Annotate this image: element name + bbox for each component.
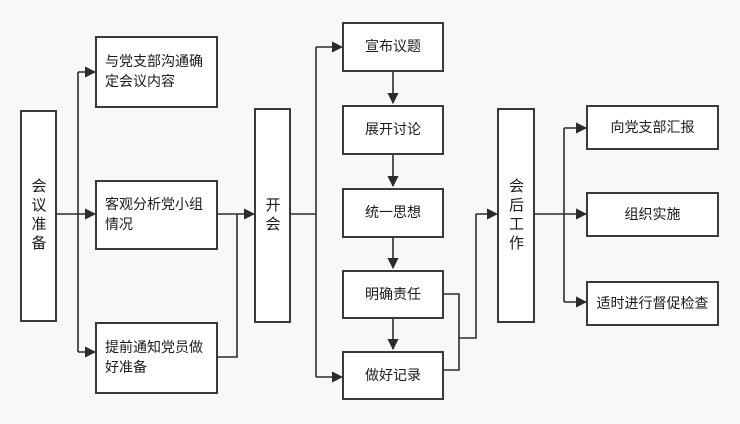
connector-assign-to-join — [444, 293, 460, 338]
node-assign-responsibility-label: 明确责任 — [365, 286, 421, 303]
node-meeting-prep-label: 会议准备 — [29, 178, 48, 254]
node-discussion-label: 展开讨论 — [365, 122, 421, 138]
connector-record-to-join — [444, 214, 477, 371]
node-analyze-group: 客观分析党小组情况 — [95, 180, 218, 250]
node-organize-implement: 组织实施 — [586, 192, 719, 237]
node-confirm-content-label: 与党支部沟通确定会议内容 — [105, 54, 203, 90]
node-open-meeting: 开会 — [254, 108, 291, 323]
node-unify-thought-label: 统一思想 — [365, 205, 421, 221]
node-open-meeting-label: 开会 — [263, 196, 282, 235]
node-after-meeting-label: 会后工作 — [507, 177, 525, 254]
node-meeting-prep: 会议准备 — [20, 110, 57, 322]
node-keep-records-label: 做好记录 — [365, 367, 421, 384]
node-announce-topic-label: 宣布议题 — [365, 39, 421, 55]
node-report-branch: 向党支部汇报 — [586, 105, 719, 150]
node-notify-members: 提前通知党员做好准备 — [95, 322, 218, 394]
node-announce-topic: 宣布议题 — [342, 22, 444, 72]
connector-notify-to-open — [218, 214, 238, 358]
node-organize-implement-label: 组织实施 — [624, 206, 681, 223]
node-after-meeting: 会后工作 — [497, 108, 535, 323]
node-analyze-group-label: 客观分析党小组情况 — [105, 197, 203, 233]
node-report-branch-label: 向党支部汇报 — [610, 119, 695, 136]
node-notify-members-label: 提前通知党员做好准备 — [105, 340, 203, 376]
node-supervise-check-label: 适时进行督促检查 — [596, 295, 709, 312]
node-confirm-content: 与党支部沟通确定会议内容 — [95, 36, 218, 108]
node-keep-records: 做好记录 — [342, 351, 444, 400]
node-supervise-check: 适时进行督促检查 — [586, 281, 719, 326]
node-unify-thought: 统一思想 — [342, 188, 444, 238]
node-discussion: 展开讨论 — [342, 105, 444, 155]
node-assign-responsibility: 明确责任 — [342, 270, 444, 319]
